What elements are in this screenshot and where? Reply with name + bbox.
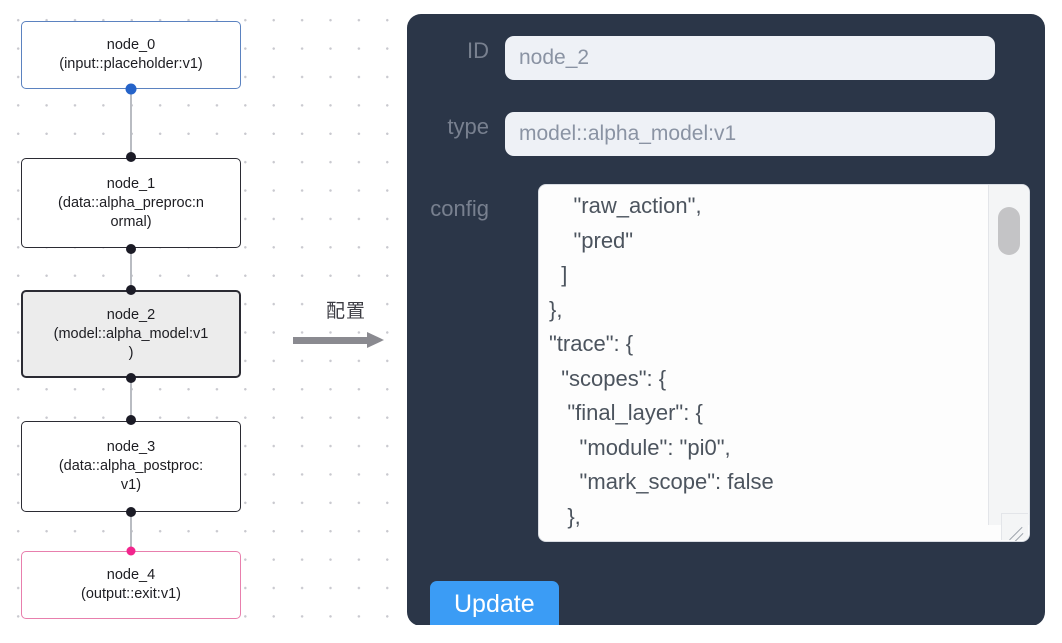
type-input[interactable] <box>505 112 995 156</box>
type-field-label: type <box>447 114 489 139</box>
id-field-label: ID <box>467 38 489 63</box>
arrow-right-icon <box>291 332 401 348</box>
node-handle-node_0-bottom[interactable] <box>125 83 137 95</box>
graph-node-node_0[interactable]: node_0 (input::placeholder:v1) <box>21 21 241 89</box>
field-row-config: config <box>407 194 505 224</box>
node-type-label-cont: ) <box>128 344 134 361</box>
graph-node-node_3[interactable]: node_3 (data::alpha_postproc: v1) <box>21 421 241 512</box>
node-handle-node_1-bottom[interactable] <box>126 244 136 254</box>
node-id-label: node_1 <box>106 175 156 192</box>
update-button[interactable]: Update <box>430 581 559 633</box>
graph-node-node_1[interactable]: node_1 (data::alpha_preproc:n ormal) <box>21 158 241 248</box>
node-handle-node_3-top[interactable] <box>126 415 136 425</box>
node-handle-node_2-top[interactable] <box>126 285 136 295</box>
node-type-label: (input::placeholder:v1) <box>59 56 203 72</box>
node-handle-node_2-bottom[interactable] <box>126 373 136 383</box>
node-handle-node_4-top[interactable] <box>126 546 136 556</box>
node-id-label: node_2 <box>106 306 156 323</box>
node-handle-node_1-top[interactable] <box>126 152 136 162</box>
graph-node-node_4[interactable]: node_4 (output::exit:v1) <box>21 551 241 619</box>
node-type-label: (output::exit:v1) <box>81 586 181 602</box>
vertical-scrollbar[interactable] <box>988 185 1029 525</box>
field-row-type: type <box>407 112 995 156</box>
node-type-label: (model::alpha_model:v1 <box>53 325 209 342</box>
node-type-label-cont: ormal) <box>110 213 152 230</box>
field-row-id: ID <box>407 36 995 80</box>
node-type-label: (data::alpha_postproc: <box>58 458 204 474</box>
edge-node2-node3 <box>130 378 132 420</box>
edge-node3-node4 <box>130 512 132 550</box>
config-textarea-wrapper <box>538 184 1030 542</box>
graph-node-node_2[interactable]: node_2 (model::alpha_model:v1 ) <box>21 290 241 378</box>
edge-node1-node2 <box>130 248 132 290</box>
id-input[interactable] <box>505 36 995 80</box>
node-type-label: (data::alpha_preproc:n <box>58 194 204 211</box>
annotation-label: 配置 <box>325 300 366 322</box>
node-type-label-cont: v1) <box>120 477 142 493</box>
node-id-label: node_4 <box>106 567 156 583</box>
node-id-label: node_3 <box>106 439 156 455</box>
viewport-bottom-edge <box>0 625 1062 643</box>
config-textarea[interactable] <box>539 185 991 541</box>
node-id-label: node_0 <box>106 37 156 53</box>
edge-node0-node1 <box>130 88 132 158</box>
node-handle-node_3-bottom[interactable] <box>126 507 136 517</box>
config-field-label: config <box>430 196 489 221</box>
scrollbar-thumb[interactable] <box>998 207 1020 255</box>
annotation-configure: 配置 <box>291 296 401 348</box>
resize-grip-icon[interactable] <box>1001 513 1028 541</box>
